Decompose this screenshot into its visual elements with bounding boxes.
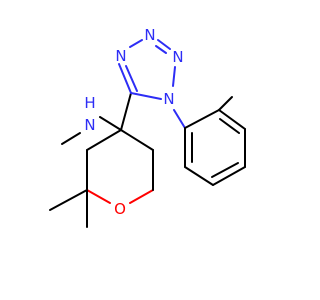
bond-n3-n2 [157, 39, 171, 50]
bond-ar4-ar5-inner [211, 162, 239, 178]
tetrazole-n3-label: N [144, 26, 155, 44]
bond-c4-tetrazole [120, 92, 132, 131]
ring-oxygen-label: O [114, 200, 126, 218]
bond-nh-c4 [99, 116, 122, 131]
bond-c2-methyl-a [49, 189, 88, 211]
bond-ar1-ar2 [184, 109, 220, 129]
bond-n2-n1 [172, 66, 176, 87]
bond-o-c6 [129, 189, 154, 204]
bond-c5-c4 [120, 129, 154, 151]
bond-c2-o [86, 189, 111, 204]
bond-n3-n2-double [155, 45, 167, 54]
bond-c-n4-double [125, 65, 138, 92]
bond-n1-aryl [173, 109, 186, 129]
tetrazole-n1-label: N [163, 90, 174, 108]
bonds [49, 39, 246, 228]
atom-labels: N H O N N N N [84, 26, 183, 218]
amine-hydrogen-label: H [84, 94, 95, 112]
tetrazole-n2-label: N [172, 48, 183, 66]
bond-methyl-nh [61, 132, 81, 145]
bond-ar4-ar5 [212, 166, 246, 186]
tetrazole-n4-label: N [115, 47, 126, 65]
bond-ar5-ar6 [184, 166, 214, 186]
bond-c4-c3 [86, 129, 122, 151]
molecule-structure: N H O N N N N [49, 26, 246, 228]
bond-n4-n3 [129, 39, 143, 48]
bond-ar2-ar3 [218, 109, 246, 130]
bond-c-n4 [118, 63, 132, 94]
amine-nitrogen-label: N [84, 116, 95, 134]
bond-ar2-methyl [218, 96, 233, 111]
bond-ar2-ar3-inner [219, 118, 240, 134]
bond-n1-c [130, 92, 162, 100]
